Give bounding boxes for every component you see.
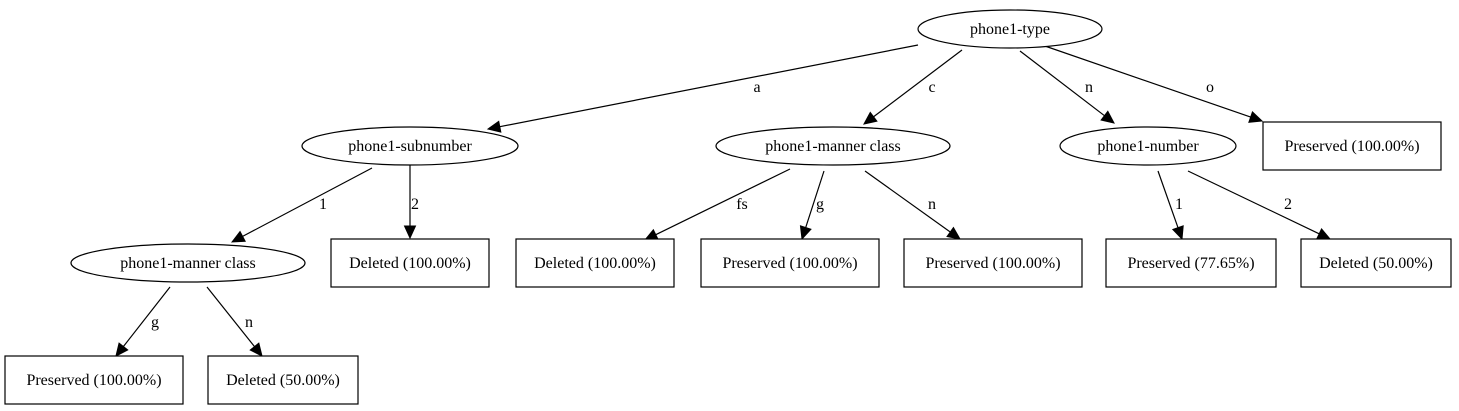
leaf-node-pres_g2: Preserved (100.00%): [4, 355, 184, 405]
edge-line: [1041, 44, 1251, 118]
arrowhead: [230, 230, 246, 243]
node-box: [207, 355, 359, 405]
edge-root-num: n: [1019, 50, 1115, 124]
node-label: Preserved (100.00%): [1284, 138, 1419, 155]
node-ellipse: [301, 126, 519, 166]
edge-label: c: [928, 79, 935, 96]
node-box: [330, 238, 490, 288]
arrowhead: [1171, 225, 1184, 241]
edge-mc1-del_fs: fs: [643, 168, 791, 241]
edge-line: [655, 168, 791, 236]
decision-node-root: phone1-type: [917, 9, 1103, 49]
decision-node-sub: phone1-subnumber: [301, 126, 519, 166]
edge-mc2-pres_g2: g: [115, 286, 171, 357]
arrowhead: [1316, 227, 1332, 240]
edge-label: g: [151, 314, 159, 331]
edge-label: 1: [1175, 196, 1183, 213]
node-ellipse: [1059, 126, 1237, 166]
edge-label: a: [753, 79, 760, 96]
node-box: [4, 355, 184, 405]
node-label: Preserved (100.00%): [722, 255, 857, 272]
leaf-node-del_s2: Deleted (100.00%): [330, 238, 490, 288]
edge-line: [873, 49, 963, 118]
node-label: Preserved (77.65%): [1127, 255, 1254, 272]
edge-line: [1157, 170, 1179, 228]
arrowhead: [1100, 110, 1115, 124]
arrowhead: [486, 120, 502, 133]
edge-mc2-del_n2: n: [206, 286, 263, 357]
node-box: [515, 238, 675, 288]
edge-sub-del_s2: 2: [403, 165, 419, 240]
edge-label: 1: [319, 196, 327, 213]
decision-node-num: phone1-number: [1059, 126, 1237, 166]
edge-label: 2: [1284, 196, 1292, 213]
leaf-node-del_n2: Deleted (50.00%): [207, 355, 359, 405]
leaf-node-del_2: Deleted (50.00%): [1300, 238, 1452, 288]
node-label: Preserved (100.00%): [26, 372, 161, 389]
arrowhead: [403, 225, 417, 240]
leaf-node-del_fs: Deleted (100.00%): [515, 238, 675, 288]
edge-root-mc1: c: [863, 49, 963, 125]
node-box: [903, 238, 1083, 288]
node-box: [700, 238, 880, 288]
edge-mc1-pres_g: g: [799, 170, 825, 241]
node-label: Preserved (100.00%): [925, 255, 1060, 272]
leaf-node-pres_o: Preserved (100.00%): [1262, 121, 1442, 171]
node-label: Deleted (50.00%): [1319, 255, 1433, 272]
edge-line: [206, 286, 255, 347]
edge-root-pres_o: o: [1041, 44, 1264, 123]
edge-line: [242, 167, 373, 237]
decision-node-mc1: phone1-manner class: [715, 126, 951, 166]
arrowhead: [115, 342, 129, 357]
leaf-node-pres_g: Preserved (100.00%): [700, 238, 880, 288]
node-label: phone1-manner class: [120, 255, 256, 272]
edge-num-del_2: 2: [1187, 170, 1332, 240]
node-box: [1300, 238, 1452, 288]
node-label: phone1-type: [970, 21, 1050, 38]
decision-node-mc2: phone1-manner class: [70, 243, 306, 283]
node-ellipse: [715, 126, 951, 166]
leaf-node-pres_n: Preserved (100.00%): [903, 238, 1083, 288]
edge-sub-mc2: 1: [230, 167, 373, 243]
edge-label: g: [816, 196, 824, 213]
edges-layer: a c n o 1 2 fs g n 1 2 g n: [115, 44, 1332, 357]
edge-line: [1019, 50, 1105, 117]
edge-num-pres_1: 1: [1157, 170, 1184, 241]
node-label: Deleted (50.00%): [226, 372, 340, 389]
edge-label: o: [1206, 79, 1214, 96]
arrowhead: [1248, 110, 1264, 123]
arrowhead: [799, 225, 812, 241]
node-ellipse: [70, 243, 306, 283]
node-label: Deleted (100.00%): [534, 255, 656, 272]
arrowhead: [946, 226, 961, 240]
arrowhead: [863, 111, 878, 125]
node-ellipse: [917, 9, 1103, 49]
node-label: Deleted (100.00%): [349, 255, 471, 272]
edge-label: n: [928, 196, 936, 213]
edge-line: [499, 44, 919, 128]
node-label: phone1-number: [1097, 138, 1199, 155]
nodes-layer: phone1-type phone1-subnumber phone1-manner…: [4, 9, 1452, 405]
node-box: [1105, 238, 1277, 288]
edge-label: n: [1085, 79, 1093, 96]
edge-root-sub: a: [486, 44, 919, 133]
leaf-node-pres_1: Preserved (77.65%): [1105, 238, 1277, 288]
node-label: phone1-manner class: [765, 138, 901, 155]
edge-label: fs: [736, 196, 748, 213]
arrowhead: [249, 342, 263, 357]
edge-line: [864, 170, 951, 233]
edge-line: [1187, 170, 1320, 235]
edge-line: [805, 170, 825, 228]
edge-label: n: [245, 314, 253, 331]
node-box: [1262, 121, 1442, 171]
edge-mc1-pres_n: n: [864, 170, 961, 240]
edge-line: [122, 286, 171, 347]
node-label: phone1-subnumber: [348, 138, 472, 155]
edge-label: 2: [411, 196, 419, 213]
